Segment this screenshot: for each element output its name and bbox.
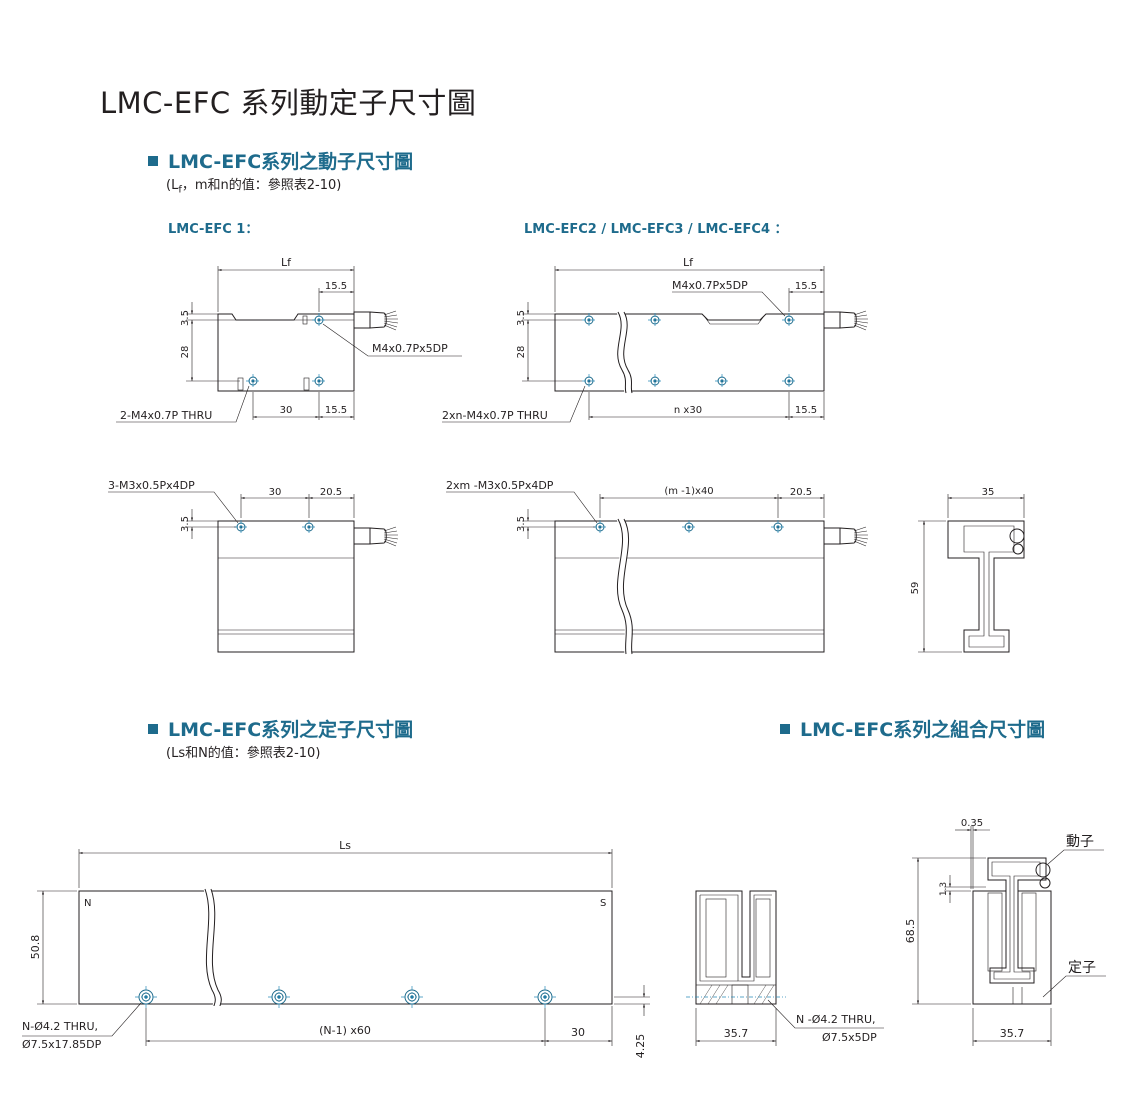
efc234-top-view: Lf 15.5 M4x0.7Px5DP 3.5 28 n x30 15.5 2x… [442, 256, 869, 423]
callout-m4-tap: M4x0.7Px5DP [672, 279, 748, 292]
dim-ls: Ls [339, 839, 351, 852]
callout-end-holes-line1: N -Ø4.2 THRU, [796, 1013, 876, 1026]
callout-m3-2xm: 2xm -M3x0.5Px4DP [446, 479, 554, 492]
cable-icon [823, 310, 869, 331]
efc1-label: LMC-EFC 1： [168, 222, 259, 237]
callout-thru-2: 2-M4x0.7P THRU [120, 409, 212, 422]
dim-0-35: 0.35 [961, 818, 983, 829]
stator-note: (Ls和N的值：參照表2-10) [166, 746, 321, 761]
dim-30: 30 [571, 1026, 585, 1039]
dim-m-x40: (m -1)x40 [664, 486, 713, 497]
mover-end-view: 35 59 [910, 487, 1025, 653]
mover-note-subscript: f [178, 184, 182, 196]
dim-15-5: 15.5 [325, 281, 347, 292]
square-bullet-icon [148, 724, 158, 734]
dim-59: 59 [910, 582, 921, 595]
mover-note-rest: ，m和n的值：參照表2-10) [181, 178, 342, 193]
square-bullet-icon [780, 724, 790, 734]
callout-stator-holes-line1: N-Ø4.2 THRU, [22, 1020, 98, 1033]
dim-3-5: 3.5 [180, 516, 191, 532]
square-bullet-icon [148, 156, 158, 166]
mover-heading-text: LMC-EFC系列之動子尺寸圖 [168, 151, 414, 173]
assembly-heading-text: LMC-EFC系列之組合尺寸圖 [800, 719, 1046, 741]
dim-n-x60: (N-1) x60 [319, 1024, 371, 1037]
assembly-section-heading: LMC-EFC系列之組合尺寸圖 [780, 715, 1045, 742]
dim-15-5: 15.5 [795, 405, 817, 416]
efc234-side-view: (m -1)x40 20.5 3.5 2xm -M3x0.5Px4DP [446, 479, 869, 655]
dim-3-5: 3.5 [516, 310, 527, 326]
callout-stator-holes-line2: Ø7.5x17.85DP [22, 1038, 102, 1051]
dim-3-5: 3.5 [516, 516, 527, 532]
mover-label: 動子 [1066, 834, 1094, 850]
dim-15-5: 15.5 [325, 405, 347, 416]
dim-1-3: 1.3 [939, 882, 949, 896]
callout-thru-2xn: 2xn-M4x0.7P THRU [442, 409, 548, 422]
dim-28: 28 [516, 346, 527, 359]
dim-n-x30: n x30 [674, 405, 702, 416]
stator-end-view: 35.7 N -Ø4.2 THRU, Ø7.5x5DP [686, 890, 884, 1046]
dim-30: 30 [280, 405, 293, 416]
cable-icon [353, 310, 399, 331]
dim-15-5: 15.5 [795, 281, 817, 292]
pole-s-label: S [600, 898, 606, 909]
dim-35-7: 35.7 [1000, 1027, 1025, 1040]
stator-section-heading: LMC-EFC系列之定子尺寸圖 [148, 715, 413, 742]
dim-35-7: 35.7 [724, 1027, 749, 1040]
dim-68-5: 68.5 [904, 919, 917, 944]
dim-20-5: 20.5 [320, 487, 342, 498]
cable-icon [823, 526, 869, 547]
efc234-label: LMC-EFC2 / LMC-EFC3 / LMC-EFC4 ： [524, 222, 788, 237]
cable-icon [353, 526, 399, 547]
dim-lf: Lf [281, 256, 292, 269]
dim-4-25: 4.25 [634, 1034, 647, 1059]
mover-note: (Lf，m和n的值：參照表2-10) [166, 174, 341, 196]
efc1-side-view: 30 20.5 3.5 3-M3x0.5Px4DP [108, 479, 399, 653]
dim-30: 30 [269, 487, 282, 498]
callout-m3-3: 3-M3x0.5Px4DP [108, 479, 195, 492]
callout-m4-tap: M4x0.7Px5DP [372, 342, 448, 355]
dim-20-5: 20.5 [790, 487, 812, 498]
dim-28: 28 [180, 346, 191, 359]
stator-label: 定子 [1068, 960, 1096, 976]
stator-top-view: N S Ls 50.8 (N-1) x60 30 4.25 N-Ø4.2 THR… [22, 839, 650, 1058]
stator-heading-text: LMC-EFC系列之定子尺寸圖 [168, 719, 414, 741]
page-title: LMC-EFC 系列動定子尺寸圖 [100, 86, 477, 120]
mover-section-heading: LMC-EFC系列之動子尺寸圖 [148, 147, 413, 174]
pole-n-label: N [84, 898, 91, 909]
efc1-top-view: Lf 15.5 3.5 28 30 15.5 M4x0.7Px5DP 2-M4x… [116, 256, 462, 423]
assembly-view: 0.35 1.3 68.5 35.7 動子 定子 [904, 818, 1106, 1046]
dim-50-8: 50.8 [29, 935, 42, 960]
dim-35: 35 [982, 487, 995, 498]
mover-note-prefix: (L [166, 178, 179, 193]
callout-end-holes-line2: Ø7.5x5DP [822, 1031, 877, 1044]
dim-lf: Lf [683, 256, 694, 269]
dim-3-5: 3.5 [180, 310, 191, 326]
